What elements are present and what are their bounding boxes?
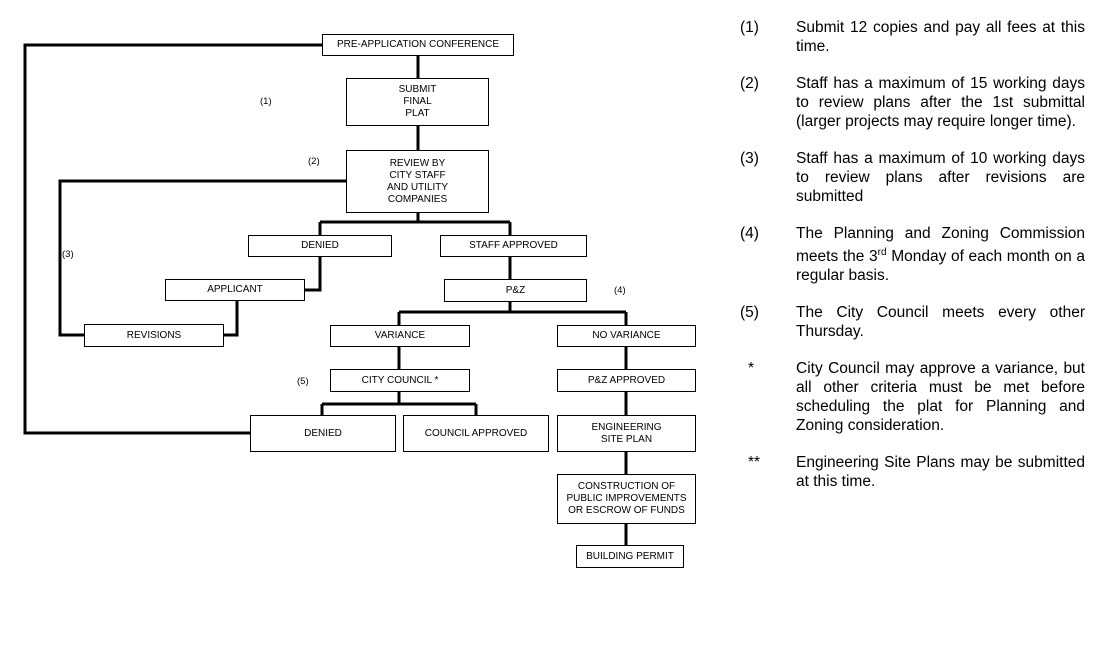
node-no-variance: NO VARIANCE	[557, 325, 696, 347]
note-marker: (2)	[740, 75, 759, 92]
note-text: Staff has a maximum of 10 working days t…	[796, 150, 1085, 205]
node-applicant: APPLICANT	[165, 279, 305, 301]
node-review-by-city-staff: REVIEW BY CITY STAFF AND UTILITY COMPANI…	[346, 150, 489, 213]
note-5: (5) The City Council meets every other T…	[740, 303, 1085, 341]
step-label-5: (5)	[297, 376, 309, 387]
note-marker: *	[748, 360, 755, 378]
node-construction: CONSTRUCTION OF PUBLIC IMPROVEMENTS OR E…	[557, 474, 696, 524]
node-building-permit: BUILDING PERMIT	[576, 545, 684, 568]
node-pre-application-conference: PRE-APPLICATION CONFERENCE	[322, 34, 514, 56]
step-label-3: (3)	[62, 249, 74, 260]
node-revisions: REVISIONS	[84, 324, 224, 347]
note-text: Staff has a maximum of 15 working days t…	[796, 75, 1085, 130]
node-submit-final-plat: SUBMIT FINAL PLAT	[346, 78, 489, 126]
node-engineering-site-plan: ENGINEERING SITE PLAN	[557, 415, 696, 452]
note-marker: (3)	[740, 150, 759, 167]
note-3: (3) Staff has a maximum of 10 working da…	[740, 149, 1085, 206]
note-text: Engineering Site Plans may be submitted …	[796, 454, 1085, 491]
note-marker: (4)	[740, 225, 759, 242]
note-marker: (5)	[740, 304, 759, 322]
note-1: (1) Submit 12 copies and pay all fees at…	[740, 18, 1085, 56]
note-2: (2) Staff has a maximum of 15 working da…	[740, 74, 1085, 131]
node-city-council: CITY COUNCIL *	[330, 369, 470, 392]
node-pz-approved: P&Z APPROVED	[557, 369, 696, 392]
note-text: City Council may approve a variance, but…	[796, 360, 1085, 435]
note-superscript: rd	[877, 247, 887, 258]
footnotes: (1) Submit 12 copies and pay all fees at…	[740, 18, 1085, 509]
node-denied-staff: DENIED	[248, 235, 392, 257]
node-planning-and-zoning: P&Z	[444, 279, 587, 302]
node-staff-approved: STAFF APPROVED	[440, 235, 587, 257]
note-text: The Planning and Zoning Commission meets…	[796, 225, 1085, 285]
note-text: Submit 12 copies and pay all fees at thi…	[796, 19, 1085, 55]
note-double-asterisk: ** Engineering Site Plans may be submitt…	[740, 453, 1085, 491]
flowchart-connectors	[23, 43, 628, 545]
step-label-4: (4)	[614, 285, 626, 296]
note-4: (4) The Planning and Zoning Commission m…	[740, 224, 1085, 285]
node-denied-council: DENIED	[250, 415, 396, 452]
note-asterisk: * City Council may approve a variance, b…	[740, 359, 1085, 435]
note-marker: (1)	[740, 19, 759, 36]
step-label-2: (2)	[308, 156, 320, 167]
note-marker: **	[748, 454, 761, 472]
step-label-1: (1)	[260, 96, 272, 107]
node-variance: VARIANCE	[330, 325, 470, 347]
node-council-approved: COUNCIL APPROVED	[403, 415, 549, 452]
note-text: The City Council meets every other Thurs…	[796, 304, 1085, 341]
